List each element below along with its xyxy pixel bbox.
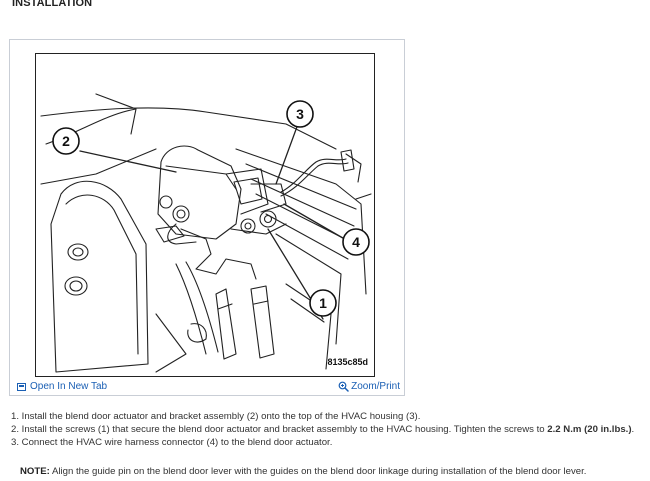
step-2-end: . (631, 424, 635, 435)
section-heading: INSTALLATION (12, 0, 93, 9)
step-1: 1. Install the blend door actuator and b… (11, 410, 634, 423)
open-new-tab-label: Open In New Tab (30, 381, 108, 392)
callout-1-circle (309, 289, 337, 317)
open-new-tab-link[interactable]: Open In New Tab (17, 381, 107, 392)
note: NOTE: Align the guide pin on the blend d… (20, 466, 586, 477)
step-2: 2. Install the screws (1) that secure th… (11, 423, 634, 436)
step-2-text: 2. Install the screws (1) that secure th… (11, 424, 548, 435)
callout-4-circle (342, 228, 370, 256)
torque-spec: 2.2 N.m (20 in.lbs.) (547, 424, 632, 435)
technical-illustration[interactable]: 2 3 4 1 8135c85d (35, 53, 375, 377)
step-3-text: 3. Connect the HVAC wire harness connect… (11, 437, 333, 448)
note-text: Align the guide pin on the blend door le… (49, 466, 587, 477)
step-1-text: 1. Install the blend door actuator and b… (11, 411, 421, 422)
open-new-tab-icon (17, 382, 26, 391)
figure-card: 2 3 4 1 8135c85d Open In New Tab Zoom/Pr… (9, 39, 405, 396)
figure-code: 8135c85d (327, 357, 368, 367)
callout-4-label: 4 (352, 234, 360, 250)
step-3: 3. Connect the HVAC wire harness connect… (11, 436, 634, 449)
callout-2-circle (52, 127, 80, 155)
callout-3-label: 3 (296, 106, 304, 122)
callout-3-circle (286, 100, 314, 128)
zoom-print-link[interactable]: Zoom/Print (338, 381, 400, 392)
callout-1-label: 1 (319, 295, 327, 311)
magnifier-icon (338, 381, 349, 392)
installation-steps: 1. Install the blend door actuator and b… (11, 410, 634, 449)
note-label: NOTE: (20, 466, 50, 477)
figure-footer: Open In New Tab Zoom/Print (10, 379, 404, 397)
zoom-print-label: Zoom/Print (351, 381, 400, 392)
actuator-drawing: 2 3 4 1 (40, 93, 372, 373)
callout-2-label: 2 (62, 133, 70, 149)
